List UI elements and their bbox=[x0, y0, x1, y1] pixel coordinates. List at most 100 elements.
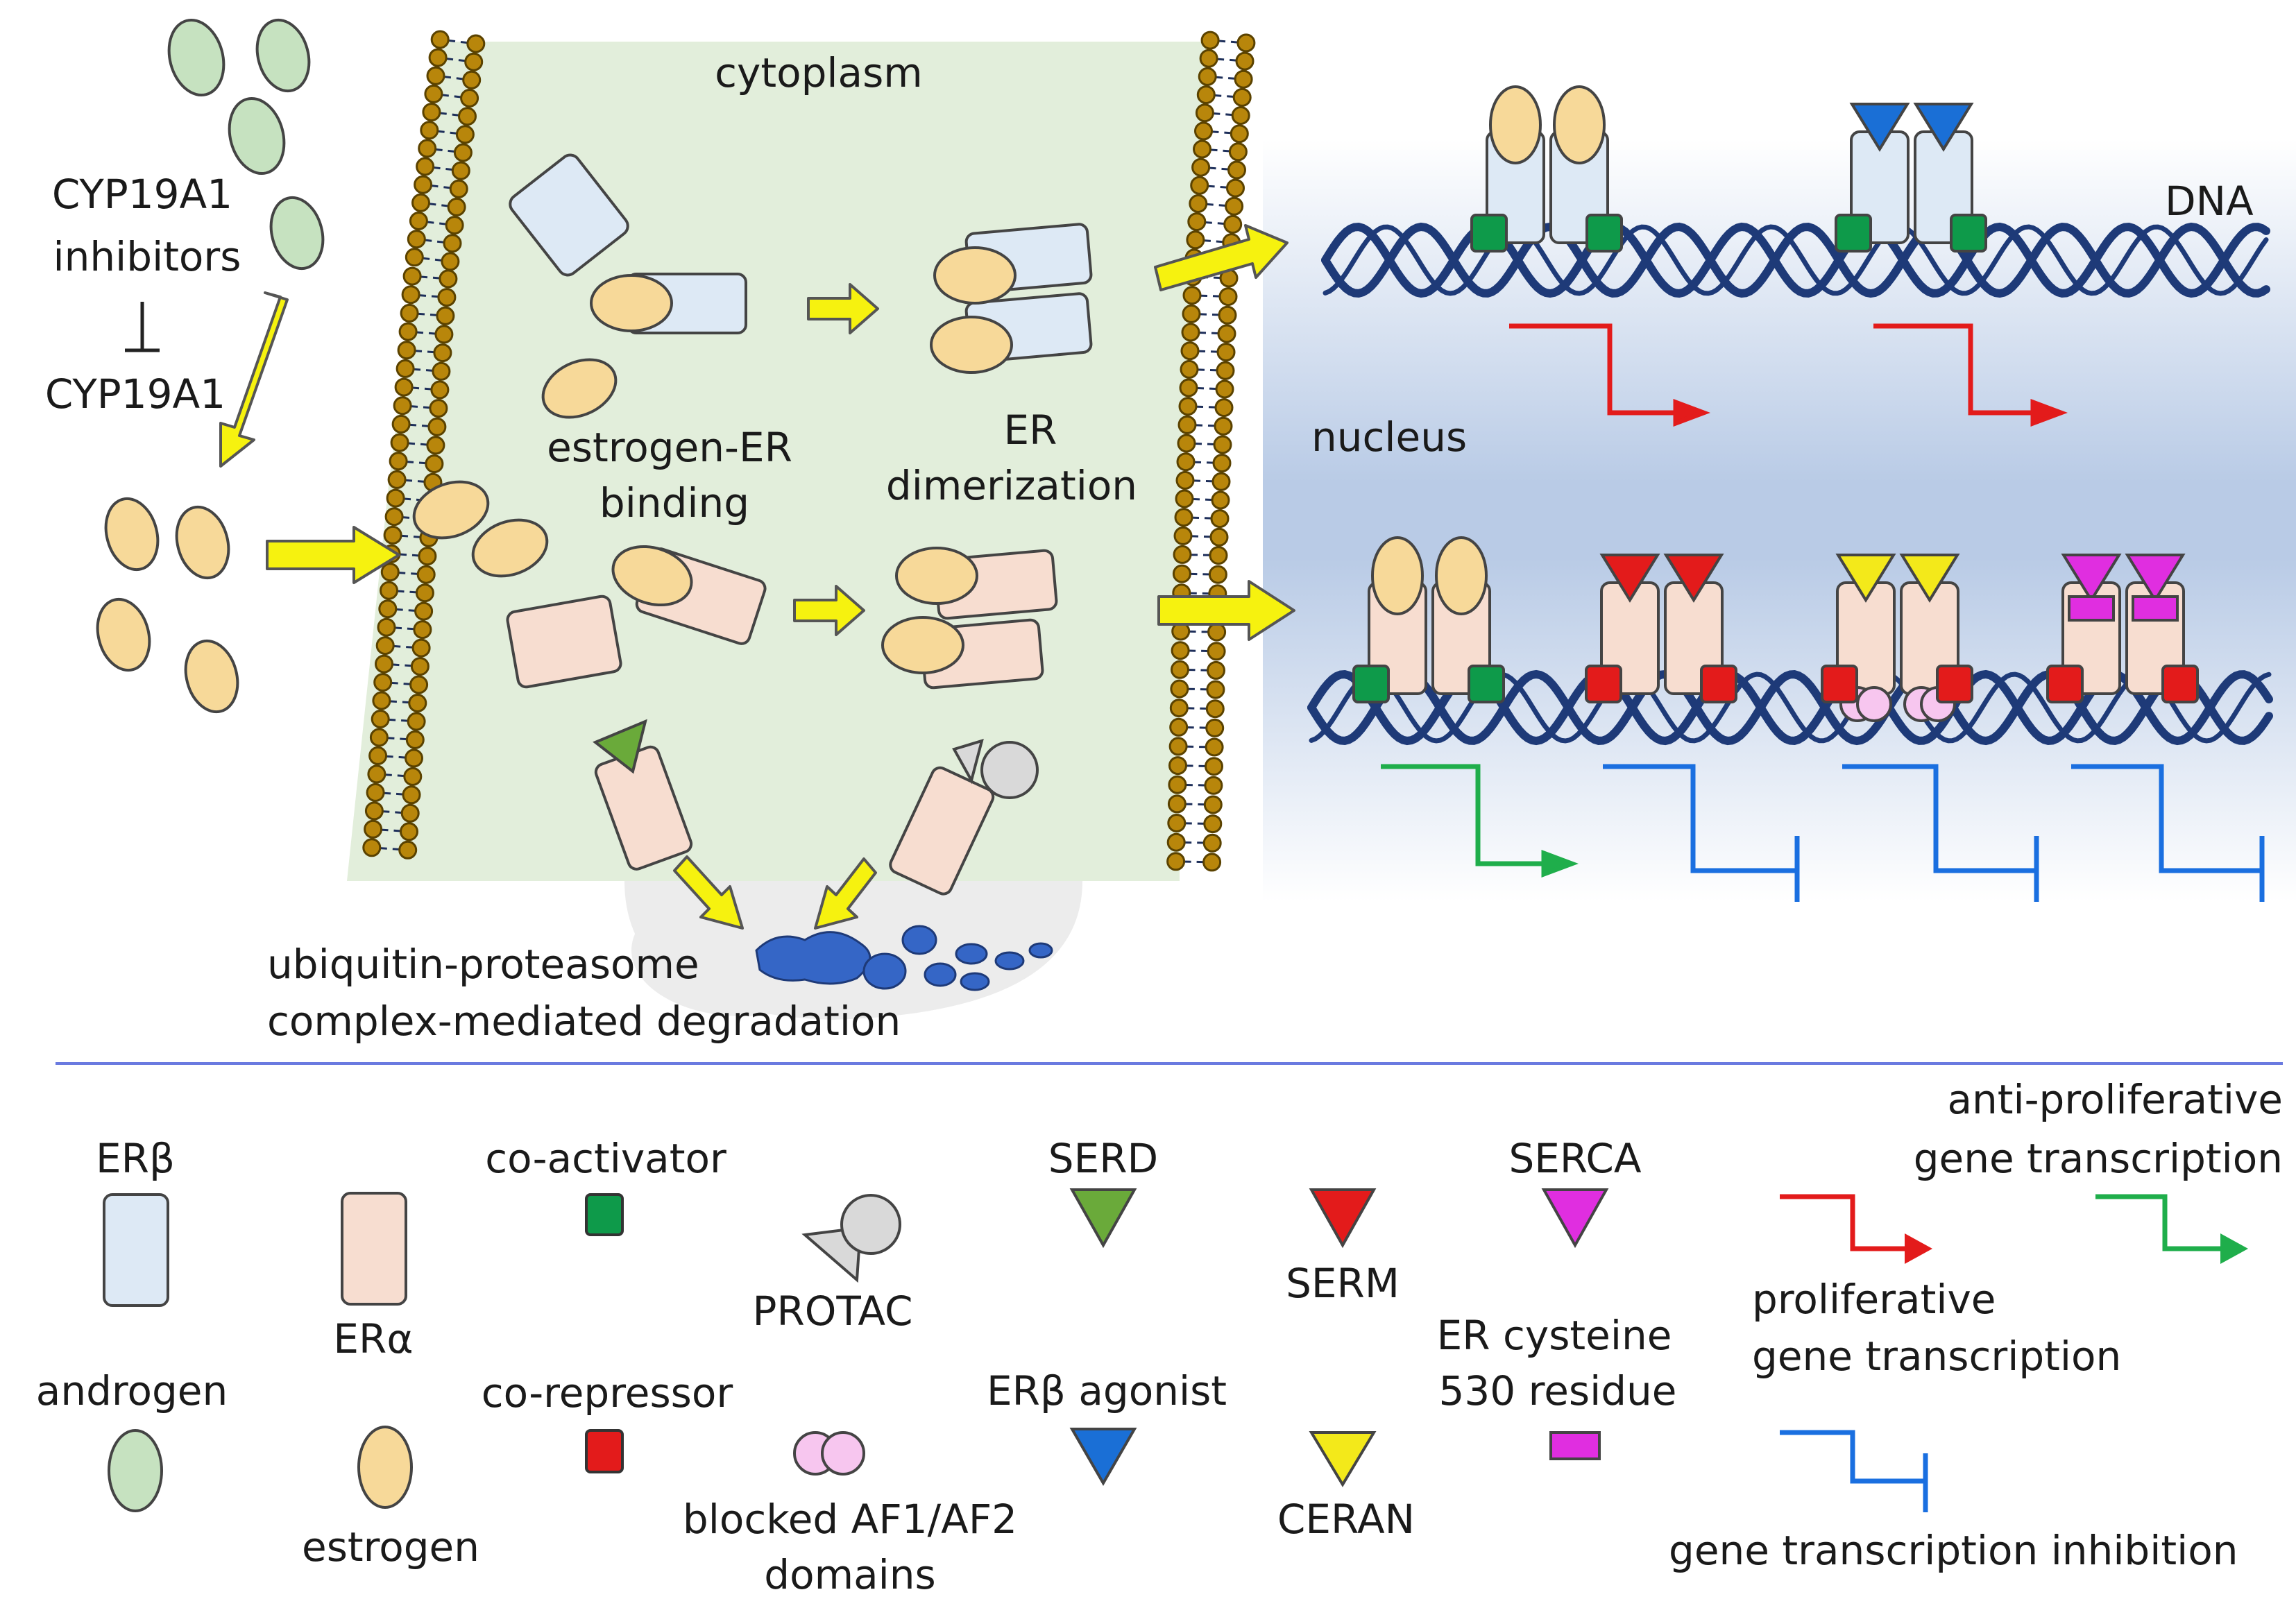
lipid-head bbox=[373, 673, 393, 692]
lipid-head bbox=[443, 234, 462, 253]
lipid-head bbox=[416, 157, 435, 176]
cofactor-icon bbox=[1352, 665, 1390, 703]
lipid-head bbox=[1207, 660, 1225, 680]
lipid-head bbox=[400, 803, 420, 823]
lipid-head bbox=[398, 322, 418, 341]
lipid-head bbox=[1207, 622, 1227, 642]
lipid-head bbox=[390, 433, 409, 452]
lipid-head bbox=[400, 303, 419, 323]
lipid-head bbox=[1214, 416, 1233, 436]
lipid-head bbox=[1200, 31, 1220, 50]
er-beta-icon bbox=[103, 1193, 169, 1307]
nucleus-label: nucleus bbox=[1311, 413, 1467, 461]
lipid-head bbox=[400, 822, 418, 841]
lipid-head bbox=[429, 399, 448, 418]
lipid-head bbox=[1169, 717, 1189, 737]
lipid-head bbox=[1177, 434, 1196, 453]
lipid-head bbox=[1208, 565, 1227, 584]
lipid-head bbox=[1211, 490, 1230, 510]
lipid-head bbox=[402, 785, 421, 805]
lipid-head bbox=[427, 417, 447, 436]
lipid-head bbox=[1225, 196, 1244, 216]
legend-estrogen-label: estrogen bbox=[302, 1523, 479, 1571]
lipid-head bbox=[430, 30, 450, 49]
lipid-head bbox=[1223, 214, 1243, 234]
lipid-head bbox=[1228, 142, 1248, 162]
legend-er-beta-label: ERβ bbox=[96, 1135, 175, 1182]
protac-bound-er-alpha bbox=[889, 739, 1039, 896]
lipid-head bbox=[411, 193, 430, 212]
er-alpha-icon bbox=[341, 1192, 407, 1306]
cofactor-icon bbox=[1700, 665, 1737, 703]
ligand-icon bbox=[1835, 554, 1896, 603]
legend-ceran-label: CERAN bbox=[1277, 1496, 1415, 1543]
cofactor-icon bbox=[2161, 665, 2199, 703]
lipid-head bbox=[366, 783, 385, 802]
dimerization-label: ER bbox=[1004, 407, 1057, 454]
lipid-head bbox=[428, 48, 448, 67]
lipid-head bbox=[378, 599, 398, 619]
lipid-head bbox=[1218, 287, 1238, 307]
cofactor-icon bbox=[1585, 665, 1622, 703]
proteasome-icon bbox=[755, 925, 1053, 991]
protac-icon bbox=[801, 1194, 901, 1283]
lipid-head bbox=[386, 488, 405, 508]
lipid-head bbox=[1205, 699, 1225, 719]
lipid-head bbox=[372, 691, 391, 710]
lipid-head bbox=[1193, 139, 1211, 159]
cofactor-icon bbox=[1585, 214, 1623, 253]
lipid-head bbox=[369, 728, 389, 747]
cofactor-icon bbox=[1821, 665, 1858, 703]
legend-corepressor-label: co-repressor bbox=[482, 1369, 733, 1417]
lipid-head bbox=[409, 212, 428, 230]
legend: ERβ ERα androgen estrogen co-activator c… bbox=[36, 1076, 2283, 1598]
receptor-dimer bbox=[1352, 536, 1505, 703]
lipid-head bbox=[460, 89, 479, 108]
cofactor-icon bbox=[2046, 665, 2084, 703]
estrogen-icon bbox=[96, 597, 151, 672]
degradation-label: ubiquitin-proteasome bbox=[267, 941, 699, 988]
estrogen-er-alpha-complex bbox=[611, 545, 767, 645]
lipid-head bbox=[1168, 756, 1187, 776]
lipid-head bbox=[447, 197, 466, 216]
lipid-head bbox=[1180, 341, 1200, 361]
lipid-head bbox=[1190, 176, 1209, 195]
ligand-icon bbox=[1899, 554, 1960, 603]
legend-prolif-label: proliferative bbox=[1752, 1276, 1996, 1323]
inhibition-arrow-icon bbox=[1780, 1430, 1928, 1512]
serm-icon bbox=[1309, 1188, 1377, 1249]
cofactor-icon bbox=[1936, 665, 1973, 703]
lipid-head bbox=[1232, 87, 1252, 107]
androgen-icon bbox=[167, 18, 226, 97]
estrogen-icon bbox=[184, 639, 239, 714]
legend-prolif-label: gene transcription bbox=[1752, 1333, 2121, 1380]
lipid-head bbox=[1171, 660, 1189, 679]
lipid-head bbox=[414, 175, 433, 194]
lipid-head bbox=[368, 746, 388, 765]
lipid-head bbox=[1178, 397, 1198, 416]
lipid-head bbox=[1209, 546, 1228, 565]
lipid-head bbox=[1174, 508, 1193, 527]
lipid-head bbox=[1210, 509, 1230, 529]
lipid-head bbox=[362, 838, 382, 857]
lipid-head bbox=[436, 306, 455, 325]
protac-icon bbox=[980, 741, 1039, 799]
legend-serm-label: SERM bbox=[1286, 1260, 1400, 1307]
coactivator-icon bbox=[585, 1193, 624, 1236]
lipid-head bbox=[1177, 415, 1197, 434]
receptor-dimer bbox=[2046, 554, 2199, 703]
lipid-head bbox=[1166, 852, 1186, 871]
lipid-head bbox=[458, 107, 477, 126]
lipid-head bbox=[445, 216, 464, 235]
proliferative-arrow-icon bbox=[1780, 1194, 1932, 1264]
androgen-icon bbox=[269, 196, 325, 271]
androgen-icon bbox=[255, 18, 311, 93]
legend-blocked-label: domains bbox=[764, 1551, 935, 1598]
lipid-head bbox=[377, 617, 396, 637]
lipid-head bbox=[375, 636, 395, 656]
lipid-head bbox=[1186, 230, 1205, 250]
lipid-head bbox=[1175, 489, 1194, 508]
lipid-head bbox=[364, 819, 383, 839]
serca-icon bbox=[1541, 1188, 1609, 1249]
